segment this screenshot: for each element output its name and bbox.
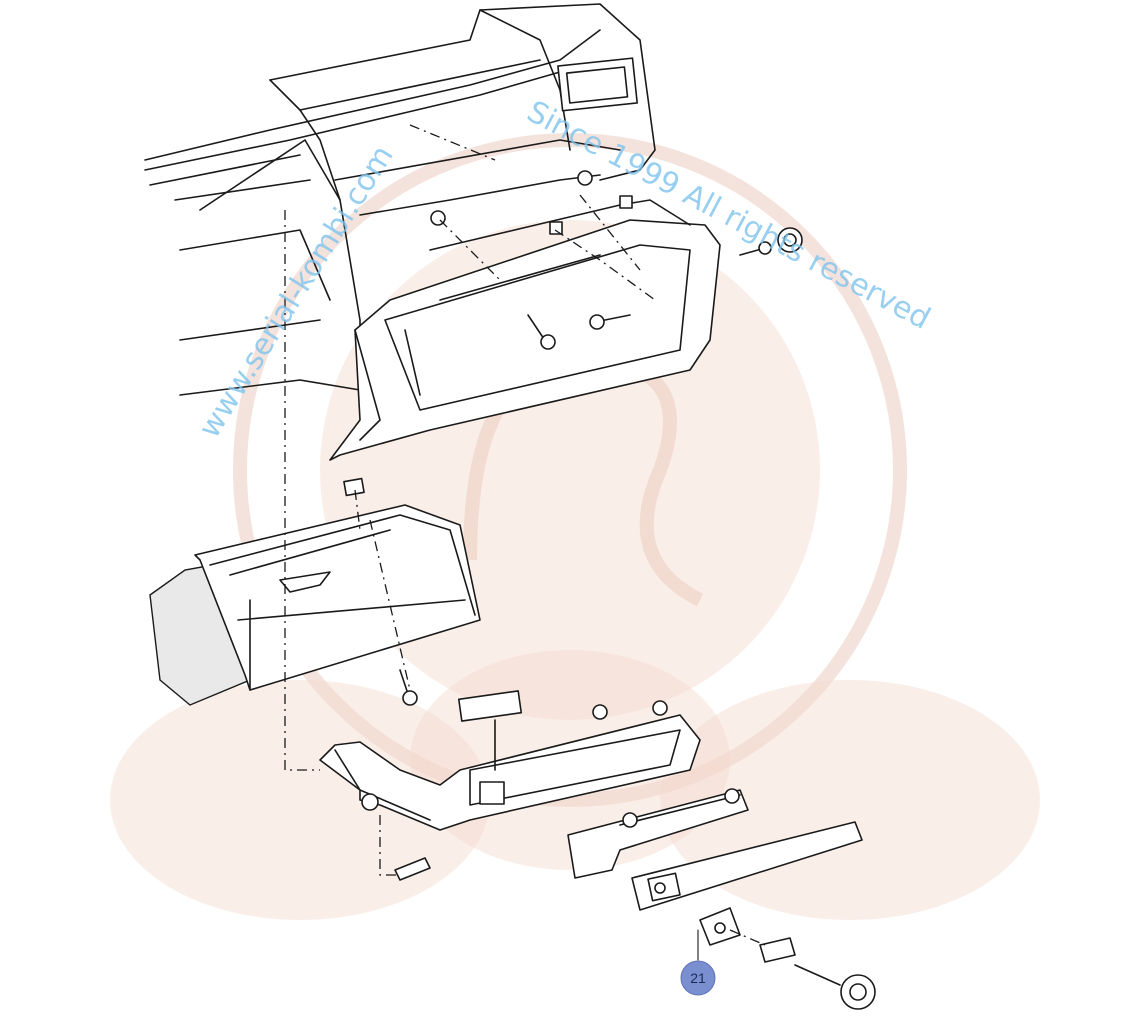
callout-21[interactable]: 21 [680,929,716,996]
callout-number: 21 [690,970,706,986]
callout-badge[interactable] [680,960,716,996]
glovebox-lid-trim [319,690,701,881]
housing-screws [527,227,803,350]
latch-assembly [567,788,876,1010]
glovebox-bin [149,477,481,706]
assembly-guide-lines [284,124,766,946]
glovebox-housing [329,170,721,461]
